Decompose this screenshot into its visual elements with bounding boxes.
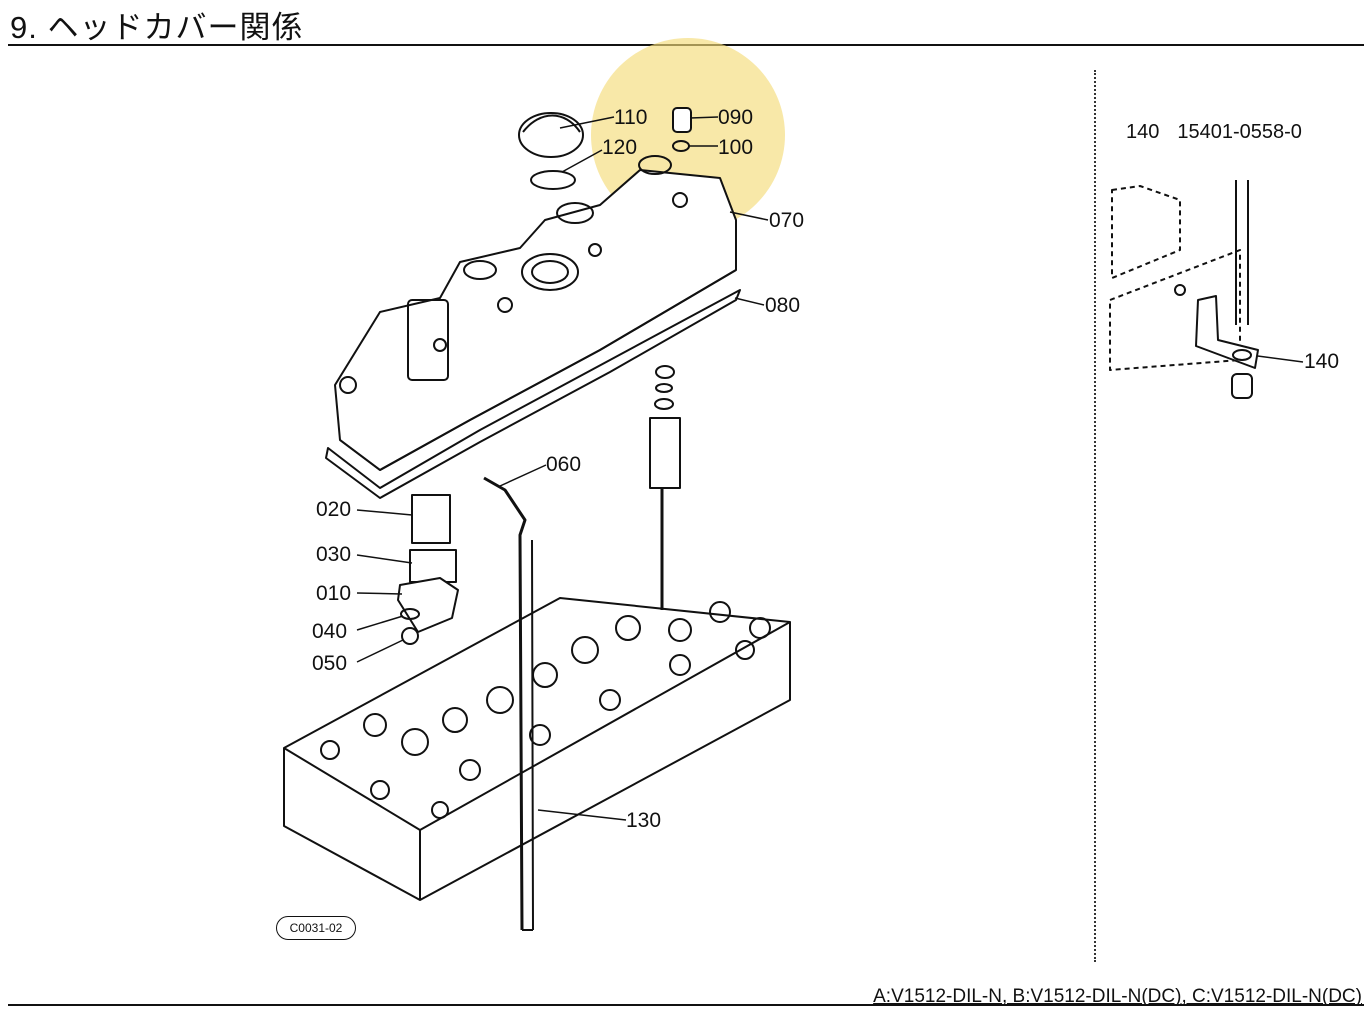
callout-130: 130	[626, 809, 662, 832]
callout-070: 070	[769, 209, 805, 232]
callout-120: 120	[602, 136, 638, 159]
callout-040: 040	[312, 620, 348, 643]
callout-030: 030	[316, 543, 352, 566]
bolt	[401, 627, 419, 645]
callout-140: 140	[1304, 350, 1340, 373]
breather-pad	[409, 549, 457, 583]
breather-element	[411, 494, 451, 544]
head-cover	[334, 155, 737, 471]
breather-hose	[483, 476, 527, 931]
callout-060: 060	[546, 453, 582, 476]
lifting-bracket	[649, 417, 681, 489]
inset-part-number: 140	[1126, 121, 1160, 143]
inset-divider	[1094, 70, 1096, 962]
callout-090: 090	[718, 106, 754, 129]
washer	[400, 608, 420, 620]
oil-filler-cap	[518, 112, 584, 158]
inset-part-reference: 140 15401-0558-0	[1126, 121, 1320, 144]
o-ring	[530, 170, 576, 190]
callout-010: 010	[316, 582, 352, 605]
inset-bracket-detail	[1109, 180, 1259, 399]
callout-080: 080	[765, 294, 801, 317]
breather-bracket	[397, 577, 459, 633]
page-title: 9. ヘッドカバー関係	[10, 10, 304, 45]
cap-nut	[672, 107, 692, 133]
diagram-code: C0031-02	[276, 916, 356, 940]
inset-part-code: 15401-0558-0	[1177, 121, 1302, 143]
callout-020: 020	[316, 498, 352, 521]
callout-100: 100	[718, 136, 754, 159]
callout-050: 050	[312, 652, 348, 675]
callout-110: 110	[614, 106, 648, 129]
bottom-rule	[8, 1004, 1364, 1006]
cylinder-head	[283, 597, 791, 901]
model-applicability: A:V1512-DIL-N, B:V1512-DIL-N(DC), C:V151…	[873, 986, 1362, 1007]
head-cover-gasket	[325, 289, 741, 499]
